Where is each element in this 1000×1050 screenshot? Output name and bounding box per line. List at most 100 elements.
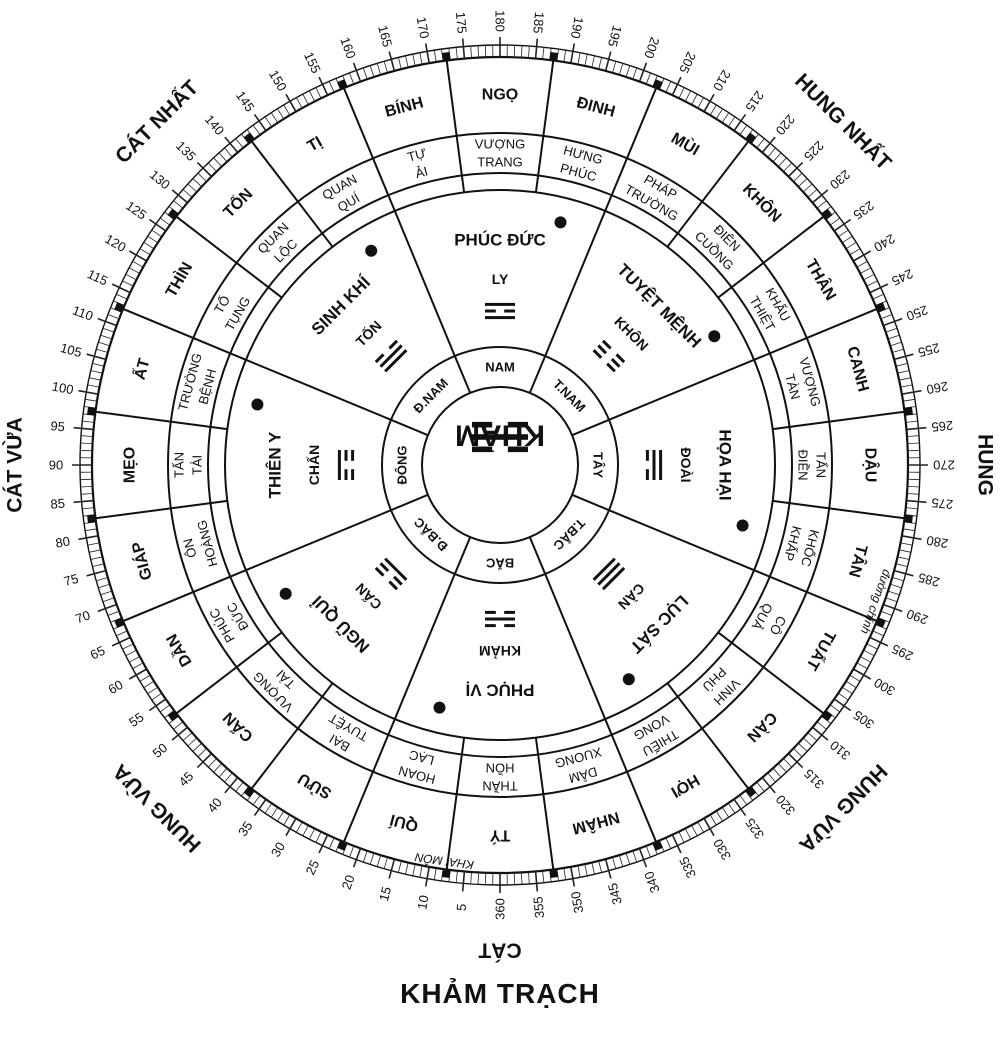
trigram-broken-line [374,353,385,364]
palace-trigram-icon [374,339,408,373]
degree-tick [767,772,776,783]
boundary-marker [87,406,96,416]
degree-tick [433,50,437,63]
quality-label: CÁT [478,939,521,962]
degree-tick [890,583,902,589]
degree-label: 135 [173,138,199,164]
degree-tick [727,116,736,128]
degree-tick [542,870,545,883]
degree-tick [703,817,715,837]
boundary-marker [243,132,255,144]
trigram-broken-line [344,469,348,480]
degree-tick [727,802,736,814]
degree-label: 90 [49,458,63,473]
degree-tick [315,87,322,99]
degree-tick [645,72,651,85]
trigram-solid-line [384,349,408,373]
center-trigram-lines [472,421,528,453]
degree-tick [739,794,748,806]
star-label-line1: ÔN [180,537,200,560]
degree-tick [159,217,171,226]
diagram-caption: KHẢM TRẠCH [400,978,600,1009]
degree-tick [787,752,804,769]
degree-tick [756,781,765,792]
degree-tick [484,872,487,885]
mountain-divider [95,410,228,431]
boundary-marker [441,869,451,878]
degree-tick [880,314,893,320]
degree-tick [893,569,914,577]
mountain-divider [122,307,247,361]
degree-label: 70 [73,607,92,626]
degree-tick [880,610,893,616]
degree-tick [715,108,723,120]
trigram-broken-line [645,450,649,461]
degree-tick [584,54,588,66]
degree-tick [139,674,151,682]
mountain-divider [534,60,555,193]
degree-label: 165 [375,24,395,49]
degree-tick [887,334,900,340]
boundary-marker [87,514,96,524]
star-label-line1: TẤN [172,452,187,478]
degree-tick [528,871,530,885]
degree-tick [612,857,617,869]
degree-tick [477,45,479,58]
degree-tick [107,314,120,320]
degree-tick [252,124,261,136]
degree-tick [129,656,140,663]
palace-trigram-icon [592,339,626,373]
degree-tick [424,43,430,64]
mountain-label: ĐINH [575,94,617,121]
degree-tick [477,872,479,885]
degree-label: 50 [150,740,171,761]
trigram-solid-line [472,434,528,440]
degree-label: 320 [773,792,798,818]
degree-tick [829,704,841,713]
degree-tick [721,806,730,818]
trigram-broken-line [504,624,515,628]
degree-tick [349,72,355,85]
trigram-broken-line [504,610,515,614]
palace-dot [708,330,721,343]
trigram-solid-line [485,316,515,320]
degree-tick [895,563,908,567]
degree-tick [733,113,747,132]
mountain-divider [772,499,905,520]
degree-tick [92,363,105,367]
degree-label: 15 [376,885,394,903]
degree-tick [860,656,871,663]
trigram-solid-line [485,302,515,306]
degree-tick [89,377,101,381]
degree-label: 160 [337,35,359,61]
degree-tick [625,65,631,78]
degree-tick [684,90,692,102]
star-label-line2: TRANG [477,155,523,170]
ring-circle [90,55,910,875]
quality-label: CÁT VỪA [3,417,27,513]
boundary-marker [114,302,125,313]
degree-tick [833,698,852,712]
degree-tick [213,763,222,773]
boundary-marker [745,132,757,144]
degree-tick [87,542,100,546]
degree-tick [111,283,131,294]
boundary-marker [441,52,451,61]
mountain-divider [175,215,283,299]
degree-tick [362,67,368,80]
degree-tick [224,147,233,158]
degree-label: 10 [414,894,431,911]
mountain-divider [717,215,825,299]
degree-tick [235,781,244,792]
degree-tick [521,872,523,885]
direction-label: NAM [485,360,515,375]
star-label-line1: VƯỢNG [475,137,525,152]
boundary-marker [114,617,125,628]
degree-tick [899,377,911,381]
degree-label: 145 [233,88,258,114]
mountain-label: TÂN [845,543,872,580]
trigram-broken-line [374,566,385,577]
degree-tick [187,183,198,193]
star-label-line1: VƯỢNG [796,356,824,409]
